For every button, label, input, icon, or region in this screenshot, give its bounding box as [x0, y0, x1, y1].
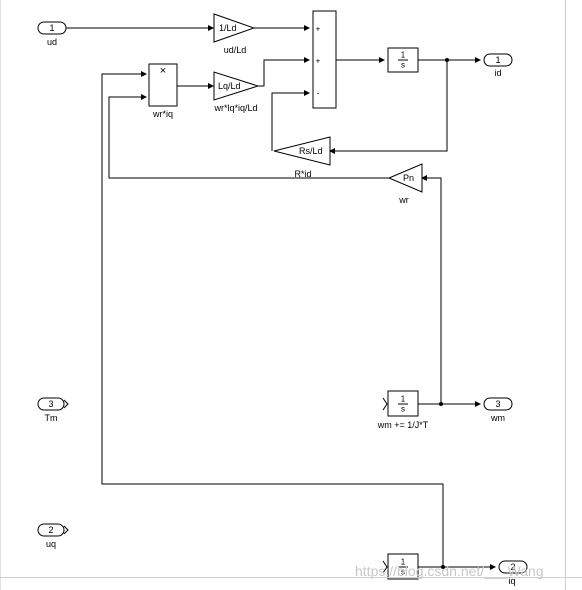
sum-sign-1: + [315, 24, 321, 34]
gain-1-ld-label: ud/Ld [223, 45, 247, 55]
integrator-input-arrow [382, 560, 388, 574]
outport-iq[interactable] [498, 560, 528, 574]
integrator-iq-num: 1 [400, 557, 406, 567]
inport-uq-arrow [63, 525, 69, 535]
branch-point [445, 58, 449, 62]
signal-line [108, 94, 389, 179]
sum-block[interactable] [312, 10, 337, 109]
gain-lq-ld-label: wr*lq*iq/Ld [214, 103, 258, 113]
inport-ud[interactable] [37, 21, 67, 35]
integrator-iq-den: s [401, 567, 405, 577]
signal-line [329, 60, 448, 154]
inport-ud-label: ud [46, 37, 58, 47]
frame-left-border [0, 0, 1, 590]
inport-tm-number: 3 [48, 399, 54, 409]
gain-pn-text: Pn [403, 173, 415, 183]
outport-id-number: 1 [495, 55, 501, 65]
integrator-wm-label: wm += 1/J*T [377, 420, 429, 430]
product-label: wr*iq [152, 109, 174, 119]
sum-sign-3: - [316, 88, 320, 98]
integrator-id-den: s [401, 60, 405, 70]
signal-line [101, 71, 444, 567]
signal-line [271, 90, 310, 151]
inport-ud-number: 1 [49, 23, 55, 33]
gain-block-1-ld[interactable] [213, 13, 256, 43]
outport-id[interactable] [483, 53, 513, 67]
gain-block-pn[interactable] [387, 163, 423, 193]
signal-line [258, 57, 310, 87]
sum-sign-2: + [315, 56, 321, 66]
gain-block-lq-ld[interactable] [213, 71, 260, 101]
outport-wm-label: wm [491, 413, 505, 423]
product-block[interactable] [148, 63, 178, 107]
gain-block-rs-ld[interactable] [273, 136, 331, 166]
branch-point [441, 565, 445, 569]
integrator-input-arrow [382, 397, 388, 411]
inport-tm-label: Tm [44, 413, 58, 423]
integrator-id-num: 1 [400, 50, 406, 60]
inport-tm[interactable] [37, 397, 65, 411]
outport-id-label: id [494, 68, 502, 78]
watermark-text: https://blog.csdn.net/___Wang [355, 563, 544, 579]
product-symbol: × [159, 65, 167, 77]
outport-iq-label: iq [508, 576, 516, 586]
integrator-wm-num: 1 [400, 394, 406, 404]
integrator-wm-den: s [401, 404, 405, 414]
outport-wm-number: 3 [495, 399, 501, 409]
gain-pn-label: wr [399, 195, 409, 205]
inport-uq-label: uq [45, 539, 57, 549]
inport-uq-number: 2 [48, 525, 54, 535]
frame-bottom-border [0, 577, 582, 578]
gain-rs-ld-text: Rs/Ld [299, 146, 323, 156]
gain-lq-ld-text: Lq/Ld [218, 81, 241, 91]
outport-wm[interactable] [483, 397, 513, 411]
inport-tm-arrow [63, 399, 69, 409]
gain-1-ld-text: 1/Ld [219, 23, 237, 33]
signal-line [421, 175, 442, 404]
frame-right-border [565, 0, 566, 590]
inport-uq[interactable] [37, 523, 65, 537]
branch-point [439, 402, 443, 406]
outport-iq-number: 2 [510, 562, 516, 572]
gain-rs-ld-label: R*id [294, 169, 312, 179]
